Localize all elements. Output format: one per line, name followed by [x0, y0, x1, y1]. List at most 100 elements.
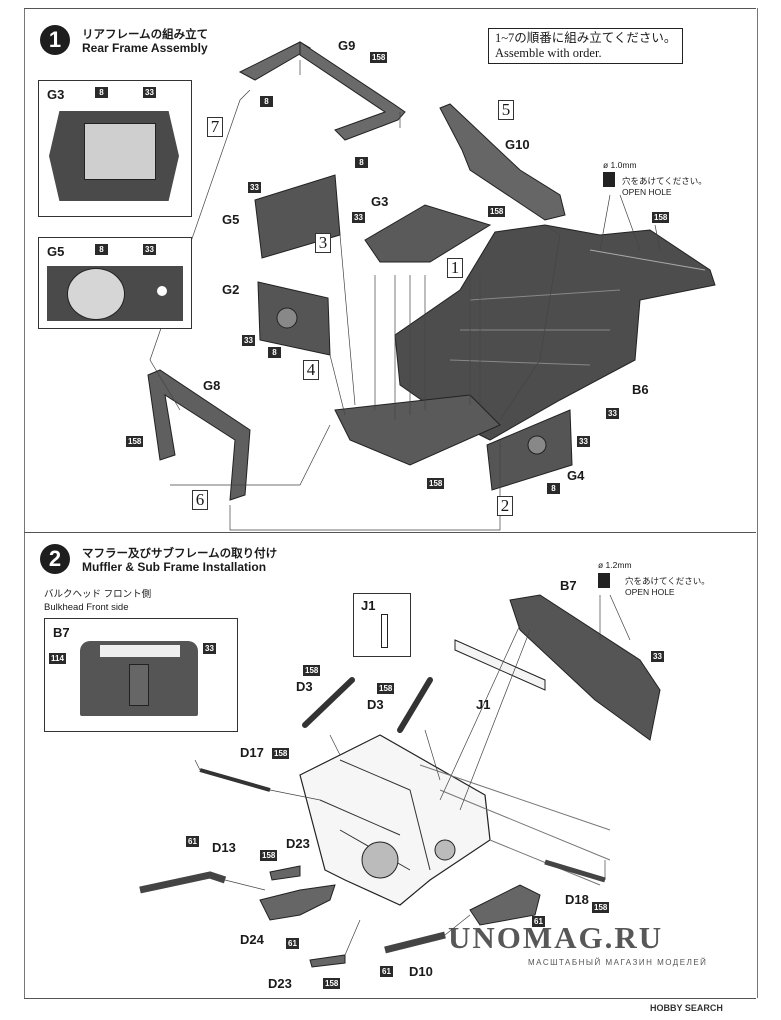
j1-part: [454, 639, 546, 691]
color-g4-pin: 8: [547, 483, 560, 494]
label-g10: G10: [505, 137, 530, 152]
inset-b7-window: [100, 645, 180, 657]
credit: HOBBY SEARCH: [650, 1003, 723, 1013]
b6-chassis: [394, 224, 716, 441]
sequence-5: 5: [498, 100, 514, 120]
g9-part: [238, 41, 311, 81]
g9-arm: [299, 41, 406, 141]
color-g3: 33: [352, 212, 365, 223]
floor-part: [334, 394, 501, 466]
inset-g5-hole: [157, 286, 167, 296]
inset-g3-unpainted: [84, 123, 156, 180]
watermark: UNOMAG.RU: [448, 920, 664, 955]
color-d3-left: 158: [303, 665, 321, 676]
inset-g3-color-a: 8: [95, 87, 108, 98]
inset-b7-color-b: 33: [203, 643, 216, 654]
label-d23-upper: D23: [286, 836, 310, 851]
note-jp: 1~7の順番に組み立てください。: [495, 31, 677, 45]
color-g4-body: 33: [577, 436, 590, 447]
color-g9-pin-right: 8: [355, 157, 368, 168]
label-b7: B7: [560, 578, 577, 593]
bottom-rule: [24, 998, 756, 999]
color-d24: 61: [286, 938, 299, 949]
bulkhead-en: Bulkhead Front side: [44, 602, 129, 613]
sequence-3: 3: [315, 233, 331, 253]
drill-en-1: OPEN HOLE: [622, 187, 672, 197]
color-g2-body: 33: [242, 335, 255, 346]
color-b6: 33: [606, 408, 619, 419]
d13-part: [139, 871, 227, 894]
drill-size-2: ø 1.2mm: [598, 560, 632, 570]
label-d10: D10: [409, 964, 433, 979]
inset-g5-unpainted: [67, 268, 125, 320]
color-g9: 158: [370, 52, 388, 63]
color-d23-lower: 158: [323, 978, 341, 989]
assembly-order-note: 1~7の順番に組み立てください。 Assemble with order.: [488, 28, 684, 64]
section-divider: [24, 532, 756, 533]
color-b7: 33: [651, 651, 664, 662]
d3-rod-left: [302, 677, 355, 728]
inset-b7: B7 114 33: [44, 618, 238, 732]
inset-g3-color-b: 33: [143, 87, 156, 98]
color-g5: 33: [248, 182, 261, 193]
step-2-title-jp: マフラー及びサブフレームの取り付け: [82, 548, 278, 560]
label-d24: D24: [240, 932, 264, 947]
sequence-4: 4: [303, 360, 319, 380]
inset-b7-label: B7: [53, 625, 70, 640]
label-b6: B6: [632, 382, 649, 397]
step-1-title-en: Rear Frame Assembly: [82, 41, 208, 55]
step-1-badge: 1: [40, 25, 70, 55]
d10-part: [384, 931, 446, 954]
g3-part: [364, 204, 492, 263]
drill-bit-icon: [603, 172, 615, 187]
color-g9-pin-left: 8: [260, 96, 273, 107]
label-j1: J1: [476, 697, 491, 712]
label-d18: D18: [565, 892, 589, 907]
step-2-badge: 2: [40, 544, 70, 574]
step-2-title-en: Muffler & Sub Frame Installation: [82, 560, 267, 574]
sequence-6: 6: [192, 490, 208, 510]
drill-jp-2: 穴をあけてください。: [625, 576, 710, 586]
inset-j1-shape: [381, 614, 388, 648]
d24-part: [259, 884, 336, 921]
g8-part: [147, 369, 251, 501]
sequence-1: 1: [447, 258, 463, 278]
label-d3-right: D3: [367, 697, 384, 712]
inset-g3-label: G3: [47, 87, 65, 102]
color-muffler: 61: [532, 916, 545, 927]
inset-g5: G5 8 33: [38, 237, 192, 329]
label-d23-lower: D23: [268, 976, 292, 991]
color-g8: 158: [126, 436, 144, 447]
label-g3: G3: [371, 194, 389, 209]
label-g8: G8: [203, 378, 221, 393]
drill-size-1: ø 1.0mm: [603, 160, 637, 170]
color-d23-upper: 158: [260, 850, 278, 861]
color-d10: 61: [380, 966, 393, 977]
b7-part: [509, 594, 661, 741]
subframe-part: [299, 734, 491, 906]
color-d17: 158: [272, 748, 290, 759]
inset-j1-label: J1: [361, 598, 376, 613]
inset-g3: G3 8 33: [38, 80, 192, 217]
muffler-part: [469, 884, 541, 926]
sequence-7: 7: [207, 117, 223, 137]
drill-bit-icon-2: [598, 573, 610, 588]
label-g4: G4: [567, 468, 585, 483]
color-d3-right: 158: [377, 683, 395, 694]
d17-part: [199, 768, 271, 792]
inset-b7-color-a: 114: [49, 653, 66, 664]
inset-g5-color-b: 33: [143, 244, 156, 255]
color-b6-tabs: 158: [652, 212, 670, 223]
color-floor: 158: [427, 478, 445, 489]
label-g9: G9: [338, 38, 356, 53]
color-g10: 158: [488, 206, 506, 217]
color-d18: 158: [592, 902, 610, 913]
inset-b7-slot: [129, 664, 149, 706]
label-g5: G5: [222, 212, 240, 227]
inset-j1: J1: [353, 593, 411, 657]
sequence-2: 2: [497, 496, 513, 516]
inset-g5-color-a: 8: [95, 244, 108, 255]
d23-part-lower: [309, 954, 346, 968]
d3-rod-right: [397, 677, 433, 733]
